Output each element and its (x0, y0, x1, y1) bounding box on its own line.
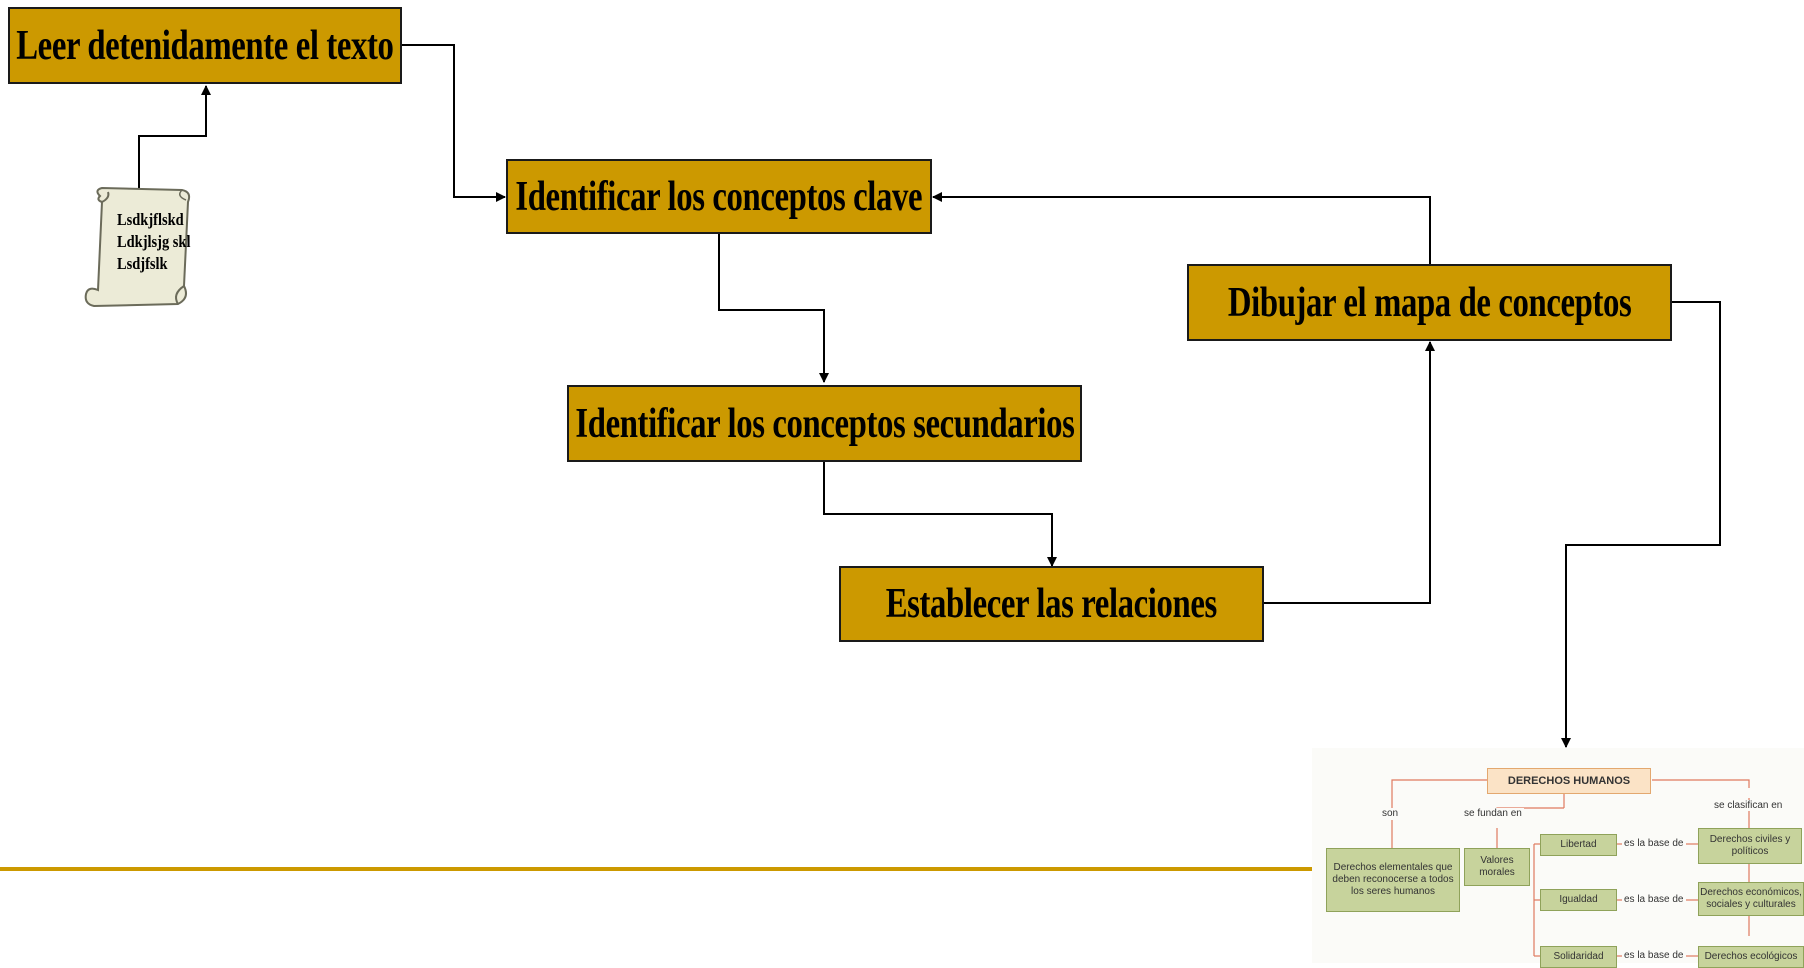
map-link-base-1: es la base de (1622, 838, 1686, 849)
arrow-draw-to-key (932, 192, 1431, 264)
map-link-son: son (1380, 808, 1401, 819)
arrow-key-to-secondary (718, 234, 829, 383)
step-read-text: Leer detenidamente el texto (8, 7, 402, 84)
example-concept-map: DERECHOS HUMANOS son se fundan en se cla… (1312, 748, 1804, 968)
map-node-civiles: Derechos civiles y políticos (1698, 828, 1802, 864)
arrow-draw-to-example (1561, 301, 1721, 748)
scroll-icon (84, 186, 191, 308)
map-node-igualdad: Igualdad (1540, 889, 1617, 911)
arrow-relations-to-draw (1263, 341, 1435, 604)
arrow-secondary-to-relations (823, 461, 1057, 567)
step-identify-secondary-concepts: Identificar los conceptos secundarios (567, 385, 1082, 462)
map-link-base-3: es la base de (1622, 950, 1686, 961)
map-node-definicion: Derechos elementales que deben reconocer… (1326, 848, 1460, 912)
map-node-derechos-humanos: DERECHOS HUMANOS (1487, 768, 1651, 794)
map-link-base-2: es la base de (1622, 894, 1686, 905)
map-node-ecologicos: Derechos ecológicos (1698, 946, 1804, 968)
arrow-read-to-key (402, 44, 506, 202)
map-link-clasifican: se clasifican en (1712, 800, 1785, 811)
step-identify-key-concepts: Identificar los conceptos clave (506, 159, 932, 234)
map-node-libertad: Libertad (1540, 834, 1617, 856)
scroll-text: Lsdkjflskd Ldkjlsjg skl Lsdjfslk (117, 210, 191, 273)
arrow-scroll-to-read (138, 85, 211, 188)
map-link-fundan: se fundan en (1462, 808, 1524, 819)
map-node-economicos: Derechos económicos, sociales y cultural… (1698, 882, 1804, 916)
map-node-valores: Valores morales (1464, 848, 1530, 886)
map-node-solidaridad: Solidaridad (1540, 946, 1617, 968)
step-draw-concept-map: Dibujar el mapa de conceptos (1187, 264, 1672, 341)
step-establish-relations: Establecer las relaciones (839, 566, 1264, 642)
